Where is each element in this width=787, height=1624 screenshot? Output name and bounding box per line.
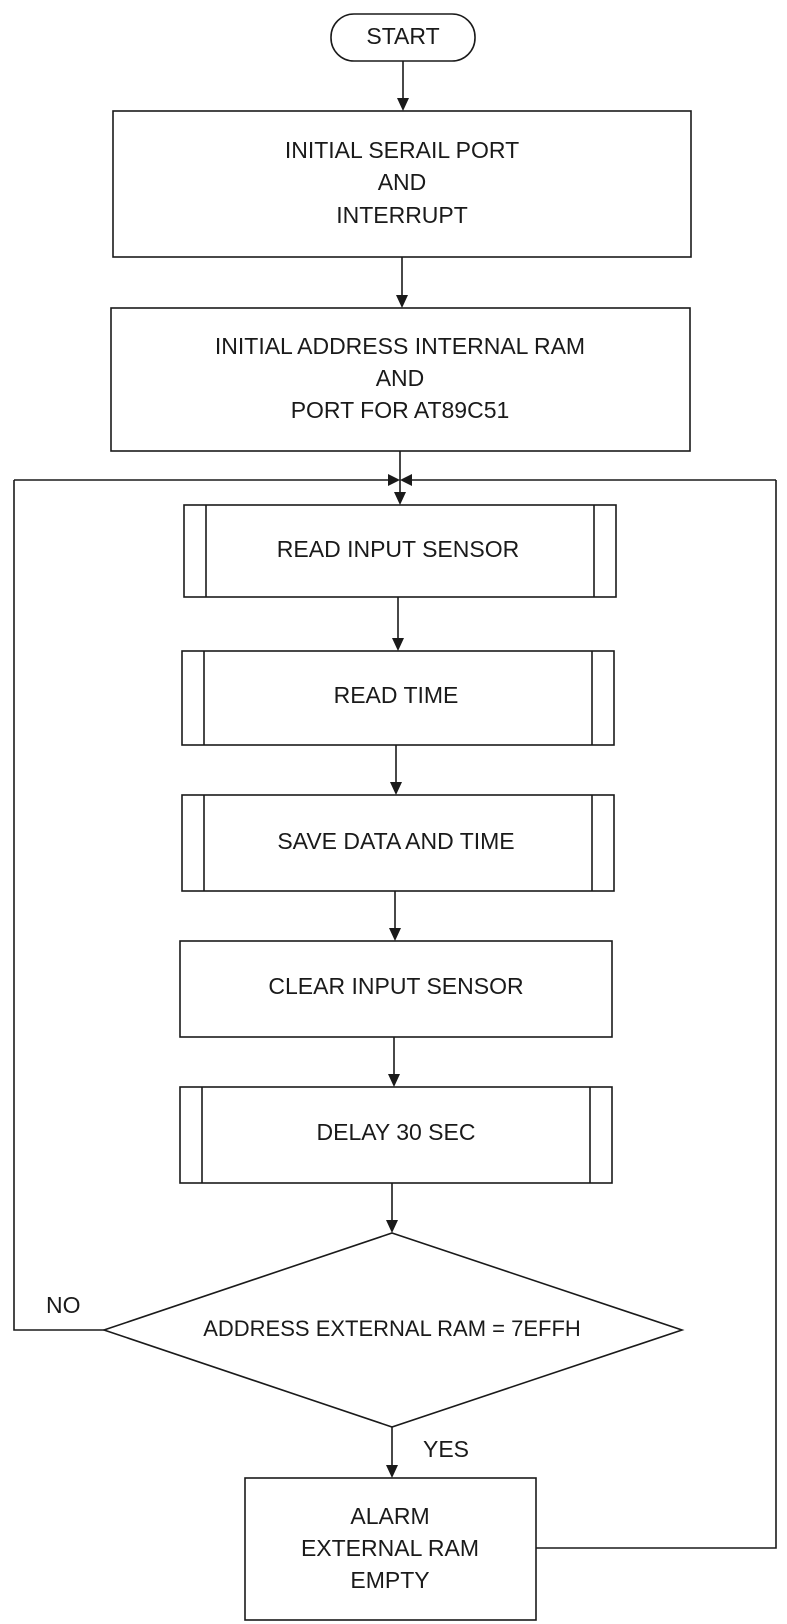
address-decision-diamond: ADDRESS EXTERNAL RAM = 7EFFH: [101, 1232, 685, 1428]
start-label: START: [366, 23, 439, 49]
read-input-sensor-label: READ INPUT SENSOR: [277, 536, 519, 562]
start-terminator: START: [330, 13, 476, 62]
save-data-and-time-process: SAVE DATA AND TIME: [181, 794, 615, 892]
arrowhead-delay: [388, 1074, 400, 1087]
init-serial-port-box: INITIAL SERAIL PORT AND INTERRUPT: [112, 110, 692, 258]
arrowhead-alarm: [386, 1465, 398, 1478]
no-branch-label: NO: [46, 1292, 81, 1318]
junction-arrowhead-right: [400, 474, 412, 486]
clear-input-label: CLEAR INPUT SENSOR: [268, 973, 523, 999]
yes-branch-label: YES: [423, 1436, 469, 1462]
arrowhead-decision: [386, 1220, 398, 1233]
clear-input-sensor-process: CLEAR INPUT SENSOR: [179, 940, 613, 1038]
arrowhead-read-input: [394, 492, 406, 505]
init-serial-line-2: AND: [378, 169, 427, 195]
init-serial-line-1: INITIAL SERAIL PORT: [285, 137, 519, 163]
junction-arrowhead-left: [388, 474, 400, 486]
read-input-sensor-process: READ INPUT SENSOR: [183, 504, 617, 598]
read-time-process: READ TIME: [181, 650, 615, 746]
init-ram-line-2: AND: [376, 365, 425, 391]
read-time-label: READ TIME: [334, 682, 459, 708]
decision-label: ADDRESS EXTERNAL RAM = 7EFFH: [203, 1316, 581, 1341]
arrowhead-init-serial: [397, 98, 409, 111]
arrowhead-read-time: [392, 638, 404, 651]
save-data-label: SAVE DATA AND TIME: [277, 828, 514, 854]
no-branch-loop-line: [13, 480, 104, 1331]
alarm-external-ram-empty-box: ALARM EXTERNAL RAM EMPTY: [244, 1477, 537, 1621]
connectors: [13, 61, 777, 1549]
alarm-line-3: EMPTY: [350, 1567, 429, 1593]
init-ram-line-3: PORT FOR AT89C51: [291, 397, 510, 423]
arrowhead-clear-input: [389, 928, 401, 941]
alarm-line-2: EXTERNAL RAM: [301, 1535, 479, 1561]
alarm-line-1: ALARM: [350, 1503, 429, 1529]
delay-30-sec-process: DELAY 30 SEC: [179, 1086, 613, 1184]
delay-label: DELAY 30 SEC: [317, 1119, 476, 1145]
alarm-return-loop-line: [536, 480, 777, 1549]
arrowhead-save-data: [390, 782, 402, 795]
init-internal-ram-box: INITIAL ADDRESS INTERNAL RAM AND PORT FO…: [110, 307, 691, 452]
init-serial-line-3: INTERRUPT: [336, 202, 468, 228]
arrowhead-init-ram: [396, 295, 408, 308]
init-ram-line-1: INITIAL ADDRESS INTERNAL RAM: [215, 333, 585, 359]
